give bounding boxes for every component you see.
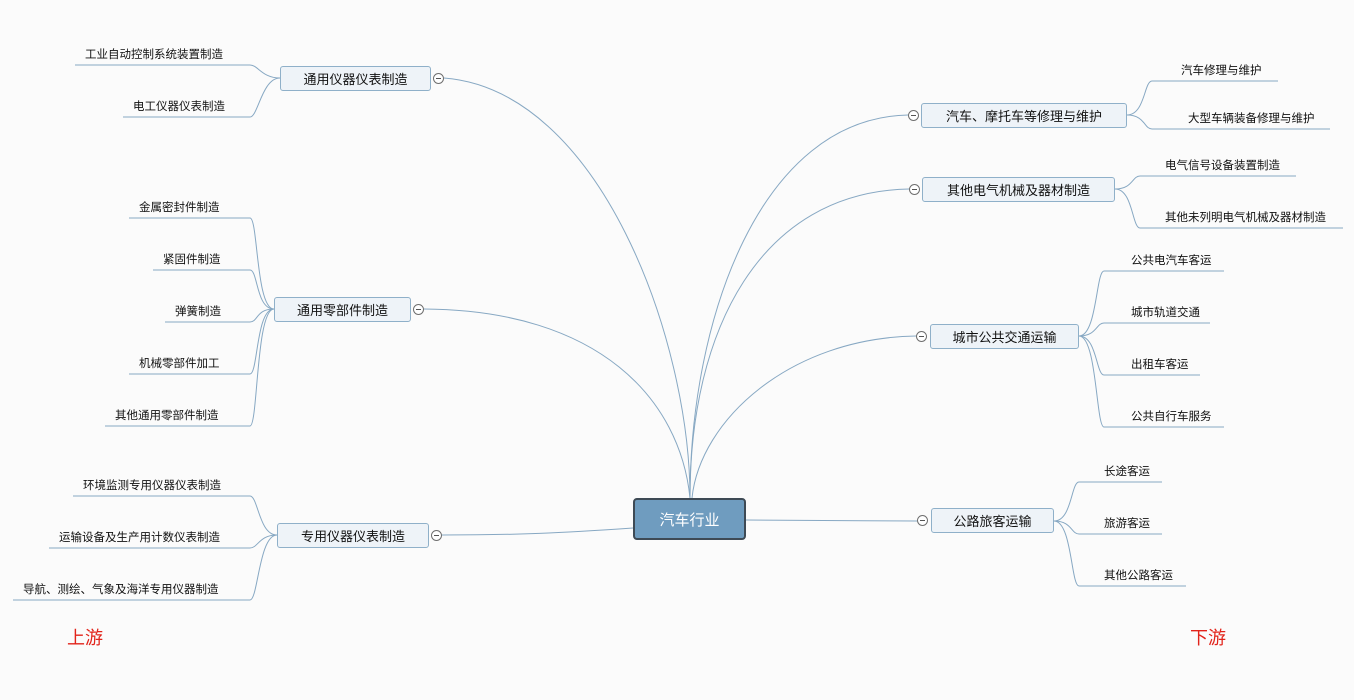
leaf-connector-left-1-3 [129, 308, 275, 375]
leaf-connector-right-2-2 [1078, 335, 1200, 376]
leaf-connector-left-0-1 [123, 77, 281, 118]
branch-vehicle-repair[interactable]: 汽车、摩托车等修理与维护 [921, 103, 1127, 128]
connector-center-to-road-passenger [745, 519, 918, 522]
leaf-fasteners[interactable]: 紧固件制造 [163, 252, 221, 266]
leaf-connector-left-2-0 [73, 495, 278, 536]
branch-label: 公路旅客运输 [953, 515, 1032, 530]
leaf-connector-left-1-2 [165, 308, 275, 323]
leaf-large-vehicle-repair[interactable]: 大型车辆装备修理与维护 [1188, 111, 1315, 125]
branch-label: 汽车、摩托车等修理与维护 [945, 110, 1102, 125]
branch-label: 通用仪器仪表制造 [303, 73, 408, 88]
leaf-connector-right-0-0 [1126, 80, 1278, 116]
branch-general-parts[interactable]: 通用零部件制造 [274, 297, 411, 322]
leaf-connector-right-2-0 [1078, 270, 1224, 337]
branch-label: 城市公共交通运输 [952, 331, 1057, 346]
leaf-metal-seals[interactable]: 金属密封件制造 [139, 200, 220, 214]
leaf-springs[interactable]: 弹簧制造 [175, 304, 221, 318]
leaf-public-bus[interactable]: 公共电汽车客运 [1131, 253, 1212, 267]
leaf-connector-right-2-3 [1078, 335, 1224, 428]
branch-general-instruments[interactable]: 通用仪器仪表制造 [280, 66, 431, 91]
leaf-electrical-instruments[interactable]: 电工仪器仪表制造 [133, 99, 225, 113]
leaf-other-electrical[interactable]: 其他未列明电气机械及器材制造 [1165, 210, 1326, 224]
leaf-connector-right-3-0 [1053, 481, 1162, 522]
connector-center-to-other-electrical [689, 188, 910, 499]
leaf-transport-counting[interactable]: 运输设备及生产用计数仪表制造 [59, 530, 220, 544]
leaf-long-distance[interactable]: 长途客运 [1104, 464, 1150, 478]
leaf-metro[interactable]: 城市轨道交通 [1131, 305, 1200, 319]
connector-center-to-general-parts [423, 308, 691, 499]
collapse-icon[interactable] [916, 331, 927, 342]
leaf-connector-left-2-2 [13, 534, 278, 601]
upstream-label: 上游 [67, 628, 103, 649]
leaf-connector-right-1-0 [1114, 175, 1296, 190]
leaf-connector-left-1-1 [153, 269, 275, 310]
branch-other-electrical[interactable]: 其他电气机械及器材制造 [922, 177, 1115, 202]
connector-center-to-special-instruments [441, 527, 634, 536]
leaf-connector-right-3-2 [1053, 520, 1186, 587]
branch-label: 专用仪器仪表制造 [300, 530, 405, 545]
leaf-other-parts[interactable]: 其他通用零部件制造 [115, 408, 219, 422]
leaf-signal-devices[interactable]: 电气信号设备装置制造 [1165, 158, 1280, 172]
leaf-navigation-instruments[interactable]: 导航、测绘、气象及海洋专用仪器制造 [23, 582, 219, 596]
connector-center-to-vehicle-repair [689, 114, 909, 499]
branch-urban-transit[interactable]: 城市公共交通运输 [930, 324, 1079, 349]
leaf-connector-right-1-1 [1114, 188, 1343, 229]
collapse-icon[interactable] [917, 515, 928, 526]
center-label: 汽车行业 [659, 510, 720, 529]
leaf-connector-left-2-1 [49, 534, 278, 549]
downstream-label: 下游 [1190, 628, 1226, 649]
leaf-connector-left-1-0 [129, 217, 275, 310]
leaf-connector-left-0-0 [75, 64, 281, 79]
leaf-bike-share[interactable]: 公共自行车服务 [1131, 409, 1212, 423]
connector-center-to-general-instruments [443, 77, 691, 499]
collapse-icon[interactable] [433, 73, 444, 84]
branch-label: 其他电气机械及器材制造 [946, 184, 1090, 199]
collapse-icon[interactable] [413, 304, 424, 315]
leaf-industrial-control[interactable]: 工业自动控制系统装置制造 [85, 47, 223, 61]
leaf-connector-right-3-1 [1053, 520, 1162, 535]
leaf-taxi[interactable]: 出租车客运 [1131, 357, 1189, 371]
leaf-connector-right-2-1 [1078, 322, 1210, 337]
leaf-car-repair[interactable]: 汽车修理与维护 [1181, 63, 1262, 77]
leaf-connector-left-1-4 [105, 308, 275, 427]
collapse-icon[interactable] [908, 110, 919, 121]
leaf-connector-right-0-1 [1126, 114, 1330, 130]
leaf-other-road[interactable]: 其他公路客运 [1104, 568, 1173, 582]
leaf-machined-parts[interactable]: 机械零部件加工 [139, 356, 220, 370]
collapse-icon[interactable] [909, 184, 920, 195]
leaf-environment-monitoring[interactable]: 环境监测专用仪器仪表制造 [83, 478, 221, 492]
branch-special-instruments[interactable]: 专用仪器仪表制造 [277, 523, 429, 548]
center-node[interactable]: 汽车行业 [633, 498, 746, 540]
branch-label: 通用零部件制造 [296, 304, 388, 319]
branch-road-passenger[interactable]: 公路旅客运输 [931, 508, 1054, 533]
connector-center-to-urban-transit [691, 335, 917, 499]
leaf-tourism[interactable]: 旅游客运 [1104, 516, 1150, 530]
collapse-icon[interactable] [431, 530, 442, 541]
